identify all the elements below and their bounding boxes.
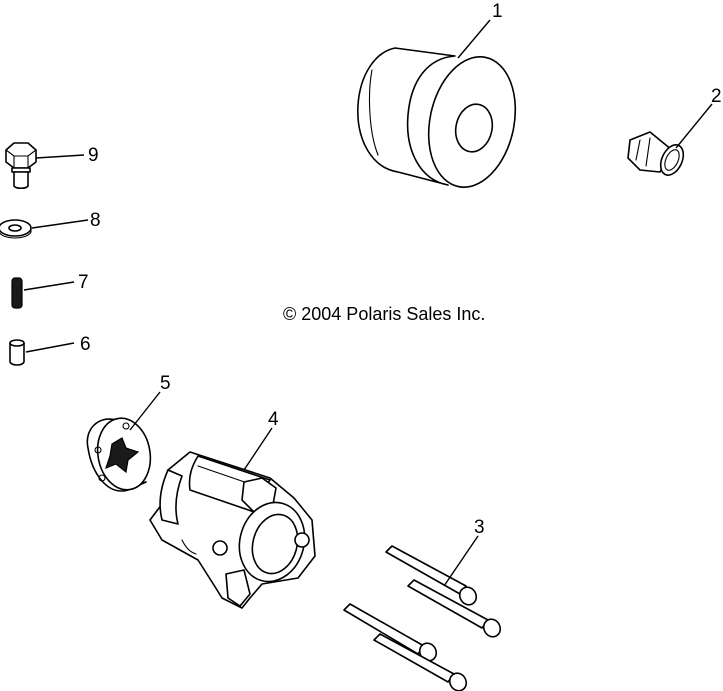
leader-4 <box>243 427 273 471</box>
callout-3: 3 <box>474 517 485 538</box>
part-1-cylinder <box>357 47 517 188</box>
callout-1: 1 <box>492 1 503 22</box>
leader-lines <box>23 19 713 587</box>
callout-4: 4 <box>268 409 279 430</box>
leader-8 <box>31 219 89 229</box>
leader-9 <box>35 154 85 159</box>
part-9-bolt <box>5 142 37 190</box>
callout-6: 6 <box>80 334 91 355</box>
leader-2 <box>675 103 713 149</box>
part-3-bolts <box>343 545 502 691</box>
callout-8: 8 <box>90 210 101 231</box>
leader-5 <box>129 391 161 431</box>
part-5-rotor <box>86 417 152 492</box>
copyright-notice: © 2004 Polaris Sales Inc. <box>283 304 485 324</box>
callout-2: 2 <box>711 86 722 107</box>
part-2-fitting <box>627 131 685 176</box>
part-6-pin <box>9 339 25 366</box>
part-4-housing <box>149 451 316 609</box>
leader-6 <box>25 342 75 353</box>
leader-3 <box>443 535 479 587</box>
leader-1 <box>457 19 491 59</box>
leader-7 <box>23 281 75 291</box>
callout-7: 7 <box>78 272 89 293</box>
callout-9: 9 <box>88 145 99 166</box>
callout-5: 5 <box>160 373 171 394</box>
part-8-washer <box>0 219 32 239</box>
part-7-pin <box>11 277 23 309</box>
